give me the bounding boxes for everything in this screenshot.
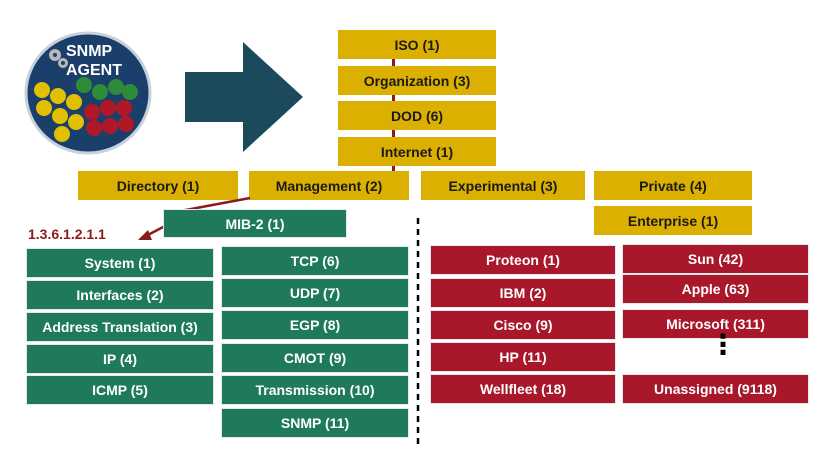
node-mib2: MIB-2 (1) [163, 209, 347, 238]
mib2-group-right-2: EGP (8) [221, 310, 409, 340]
node-enterprise: Enterprise (1) [594, 206, 752, 235]
mib2-group-left-4: ICMP (5) [26, 375, 214, 405]
mib2-group-right-3: CMOT (9) [221, 343, 409, 373]
node-organization: Organization (3) [338, 66, 496, 95]
node-private: Private (4) [594, 171, 752, 200]
enterprise-right-2: Microsoft (311) [622, 309, 809, 339]
node-management: Management (2) [249, 171, 409, 200]
node-internet: Internet (1) [338, 137, 496, 166]
snmp-agent-icon [24, 31, 152, 155]
mib2-group-left-2: Address Translation (3) [26, 312, 214, 342]
big-arrow-icon [185, 42, 303, 152]
agent-title-line1: SNMP [66, 43, 113, 60]
enterprise-left-2: Cisco (9) [430, 310, 616, 340]
mib2-group-right-0: TCP (6) [221, 246, 409, 276]
enterprise-left-4: Wellfleet (18) [430, 374, 616, 404]
enterprise-left-3: HP (11) [430, 342, 616, 372]
mib2-group-left-1: Interfaces (2) [26, 280, 214, 310]
mib2-group-right-1: UDP (7) [221, 278, 409, 308]
gear-icon [49, 49, 68, 68]
node-dod: DOD (6) [338, 101, 496, 130]
enterprise-right-1: Apple (63) [622, 274, 809, 304]
ellipsis: ⋮ [709, 329, 737, 360]
enterprise-left-0: Proteon (1) [430, 245, 616, 275]
enterprise-right-3: Unassigned (9118) [622, 374, 809, 404]
enterprise-left-1: IBM (2) [430, 278, 616, 308]
node-experimental: Experimental (3) [421, 171, 585, 200]
agent-title: SNMP AGENT [66, 42, 122, 80]
mib2-group-right-4: Transmission (10) [221, 375, 409, 405]
mib2-group-left-3: IP (4) [26, 344, 214, 374]
agent-title-line2: AGENT [66, 62, 122, 79]
mib2-group-left-0: System (1) [26, 248, 214, 278]
node-directory: Directory (1) [78, 171, 238, 200]
oid-label: 1.3.6.1.2.1.1 [28, 226, 106, 242]
mib2-group-right-5: SNMP (11) [221, 408, 409, 438]
enterprise-right-0: Sun (42) [622, 244, 809, 274]
node-iso: ISO (1) [338, 30, 496, 59]
